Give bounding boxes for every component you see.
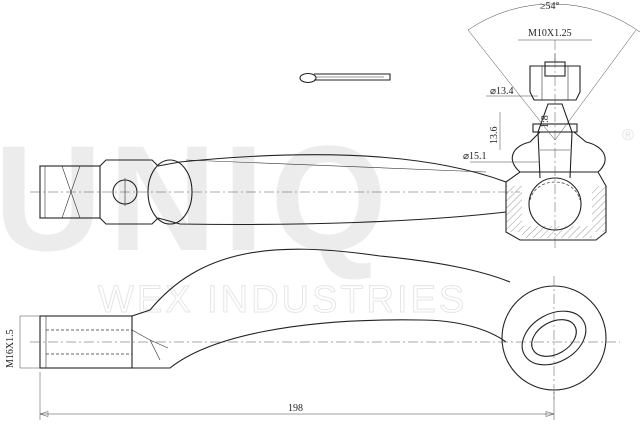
taper-diameter-label: ⌀15.1: [463, 151, 487, 162]
stud-thread-label: M10X1.25: [528, 28, 572, 39]
cotter-pin: [299, 72, 391, 84]
taper-ratio-label: 1:8: [540, 115, 551, 128]
cone-angle-label: ≥54°: [540, 1, 560, 12]
dimension-labels: ≥54° M10X1.25 ⌀13.4 13.6 1:8 ⌀15.1 M16X1…: [5, 1, 572, 414]
watermark-brand: UNIQ: [0, 114, 393, 282]
overall-length-label: 198: [288, 403, 303, 414]
ball-joint-section: [467, 3, 640, 250]
castle-nut: [529, 65, 581, 101]
side-view-body: [30, 248, 620, 400]
dimension-lines: [19, 39, 592, 420]
top-view-body: [30, 154, 520, 226]
shank-thread-label: M16X1.5: [5, 329, 16, 368]
stud-diameter-label: ⌀13.4: [490, 86, 514, 97]
watermark-tagline: WEX INDUSTRIES: [98, 279, 467, 321]
watermark-registered-mark: ®: [622, 127, 634, 144]
taper-height-label: 13.6: [489, 127, 500, 145]
